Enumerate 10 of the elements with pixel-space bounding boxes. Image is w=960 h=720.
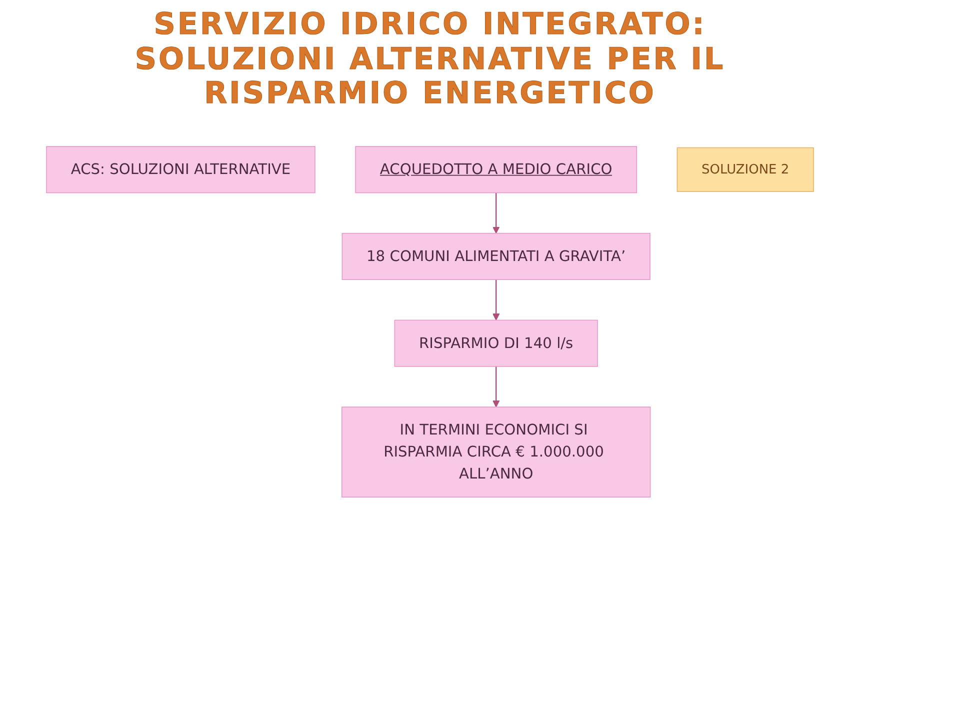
arrow	[492, 280, 500, 320]
node-box: 18 COMUNI ALIMENTATI A GRAVITA’	[342, 232, 650, 280]
arrow	[492, 192, 500, 234]
node-box: ACQUEDOTTO A MEDIO CARICO	[355, 146, 638, 194]
title: SERVIZIO IDRICO INTEGRATO: SOLUZIONI ALTERNATIVE PER IL RISPARMIO ENERGETICO	[134, 8, 726, 112]
node-box: SOLUZIONE 2	[676, 147, 814, 192]
node-box: RISPARMIO DI 140 l/s	[394, 320, 598, 367]
node-box: IN TERMINI ECONOMICI SI RISPARMIA CIRCA € 1.000.000 ALL’ANNO	[341, 406, 651, 498]
node-box: ACS: SOLUZIONI ALTERNATIVE	[46, 146, 316, 194]
arrow	[492, 366, 500, 408]
